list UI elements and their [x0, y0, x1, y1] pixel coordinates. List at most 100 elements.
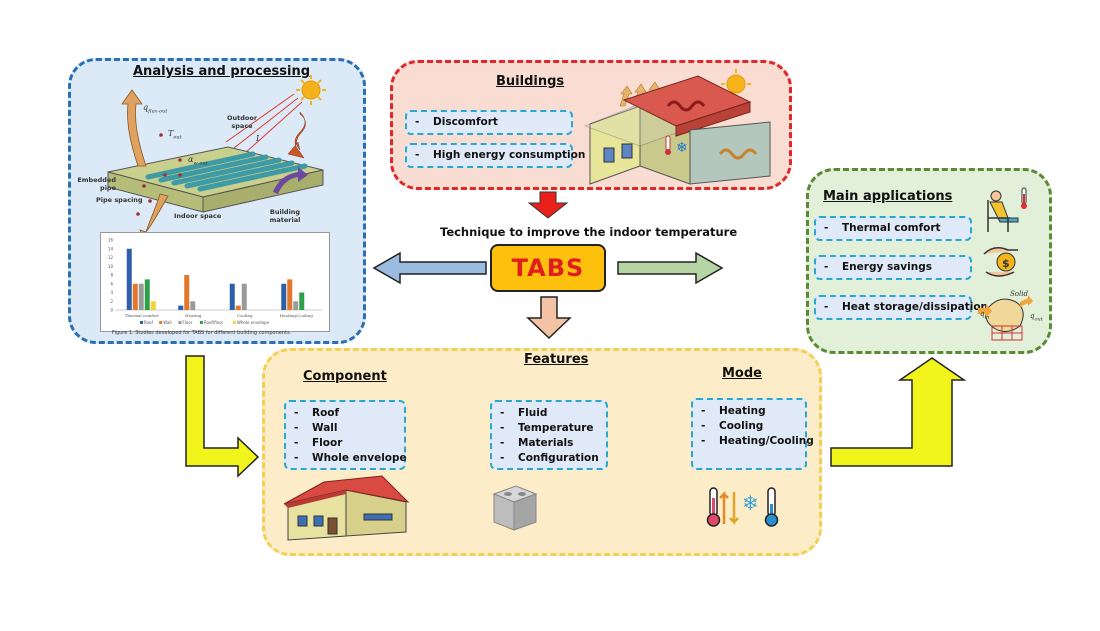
house-icon — [283, 475, 410, 541]
buildings-item-energy: -High energy consumption — [405, 143, 585, 168]
chart-category-label: Heating — [185, 313, 202, 318]
chart-legend-swatch — [232, 321, 236, 324]
chart-legend-swatch — [199, 321, 203, 324]
app-item-heat-storage: -Heat storage/dissipation — [814, 295, 988, 320]
mode-list: -Heating -Cooling -Heating/Cooling — [691, 398, 814, 470]
chart-y-tick-label: 14 — [108, 246, 114, 251]
sun-icon — [721, 69, 751, 99]
component-item: -Roof — [294, 407, 340, 419]
chart-bar — [241, 283, 247, 310]
component-item: -Floor — [294, 437, 343, 449]
q-in-label: qin — [980, 310, 990, 321]
mode-item: -Cooling — [701, 420, 764, 432]
properties-item: -Temperature — [500, 422, 594, 434]
radiation-label: I — [256, 134, 260, 143]
chart-bar — [132, 283, 138, 310]
solid-label: Solid — [1010, 290, 1028, 298]
chart-y-tick-label: 2 — [110, 299, 113, 304]
chart-bar — [299, 292, 305, 310]
chart-y-tick-label: 0 — [110, 308, 113, 313]
chart-y-tick-label: 10 — [108, 264, 114, 269]
component-item: -Whole envelope — [294, 452, 407, 464]
component-title: Component — [303, 369, 387, 384]
properties-item: -Configuration — [500, 452, 599, 464]
snowflake-icon: ❄ — [676, 140, 688, 156]
chart-bar — [126, 248, 132, 310]
chart-legend-label: Wall — [163, 320, 171, 325]
relaxing-person-icon — [987, 187, 1027, 232]
cold-thermometer-icon — [764, 487, 779, 527]
heating-cooling-icon: ❄ — [706, 487, 779, 527]
snowflake-icon: ❄ — [742, 491, 759, 515]
application-icons: $ — [978, 187, 1033, 341]
mode-item: -Heating/Cooling — [701, 435, 814, 447]
outdoor-space-label: Outdoor space — [226, 114, 258, 130]
chart-category-label: Cooling — [237, 313, 253, 318]
app-item-energy-savings: -Energy savings — [814, 255, 972, 280]
heat-flux-label: qflux-out — [143, 103, 168, 115]
properties-list: -Fluid -Temperature -Materials -Configur… — [490, 400, 608, 470]
technique-text: Technique to improve the indoor temperat… — [440, 225, 738, 239]
house-heat-illustration: ❄ — [583, 69, 771, 185]
chart-bar — [293, 301, 299, 310]
up-down-arrows-icon — [719, 490, 739, 526]
chart-legend-swatch — [140, 321, 143, 324]
buildings-item-discomfort: -Discomfort — [405, 110, 573, 135]
svg-text:$: $ — [1002, 257, 1010, 270]
heat-storage-icon — [978, 295, 1033, 341]
red-down-arrow — [527, 191, 569, 219]
component-item: -Wall — [294, 422, 338, 434]
green-right-arrow — [617, 251, 724, 285]
applications-title: Main applications — [823, 189, 953, 204]
embedded-pipe-label: Embedded pipe — [77, 176, 116, 192]
properties-item: -Fluid — [500, 407, 548, 419]
q-out-label: qout — [1030, 312, 1043, 323]
mode-item: -Heating — [701, 405, 766, 417]
hot-thermometer-icon — [706, 487, 721, 527]
chart-category-label: Heating/Cooling — [280, 313, 314, 318]
t-out-label: Tout — [168, 129, 182, 141]
mode-title: Mode — [722, 366, 762, 381]
chart-bar — [150, 301, 156, 310]
yellow-right-connector-arrow — [830, 357, 967, 467]
chart-y-tick-label: 6 — [110, 281, 113, 286]
chart-y-tick-label: 16 — [108, 238, 114, 243]
money-hand-icon: $ — [983, 247, 1018, 277]
chart-legend-label: Roof — [144, 320, 153, 325]
features-title: Features — [524, 352, 589, 367]
building-material-label: Building material — [269, 208, 301, 224]
chart-bar — [235, 305, 241, 310]
chart-bar — [281, 283, 287, 310]
concrete-block-icon — [492, 485, 538, 531]
chart-legend-label: Roof/floor — [204, 320, 224, 325]
chart-y-tick-label: 8 — [110, 273, 113, 278]
chart-y-tick-label: 12 — [108, 255, 114, 260]
buildings-title: Buildings — [496, 74, 565, 89]
chart-legend-swatch — [178, 321, 182, 324]
app-item-thermal-comfort: -Thermal comfort — [814, 216, 972, 241]
sun-icon — [296, 75, 326, 105]
tabs-scheme-illustration — [107, 75, 326, 241]
blue-left-arrow — [372, 251, 487, 285]
yellow-left-connector-arrow — [185, 355, 260, 478]
chart-bar — [138, 283, 144, 310]
chart-category-label: Thermal comfort — [125, 313, 159, 318]
chart-legend-label: Whole envelope — [237, 320, 270, 325]
chart-legend-swatch — [159, 321, 163, 324]
chart-caption: Figure 1. Studies developed for TABS for… — [112, 330, 292, 336]
properties-item: -Materials — [500, 437, 574, 449]
chart-y-tick-label: 4 — [110, 290, 113, 295]
chart-bar — [287, 279, 293, 310]
chart-bar — [184, 275, 190, 310]
chart-bar — [178, 305, 184, 310]
tabs-box: TABS — [490, 244, 606, 292]
component-list: -Roof -Wall -Floor -Whole envelope — [284, 400, 407, 470]
chart-bar — [190, 301, 196, 310]
chart-bar — [229, 283, 235, 310]
alpha-label: αw-out — [188, 155, 208, 167]
pipe-spacing-label: Pipe spacing — [96, 196, 143, 204]
chart-legend-label: Floor — [182, 320, 192, 325]
indoor-space-label: Indoor space — [174, 212, 222, 220]
chart-bar — [144, 279, 150, 310]
